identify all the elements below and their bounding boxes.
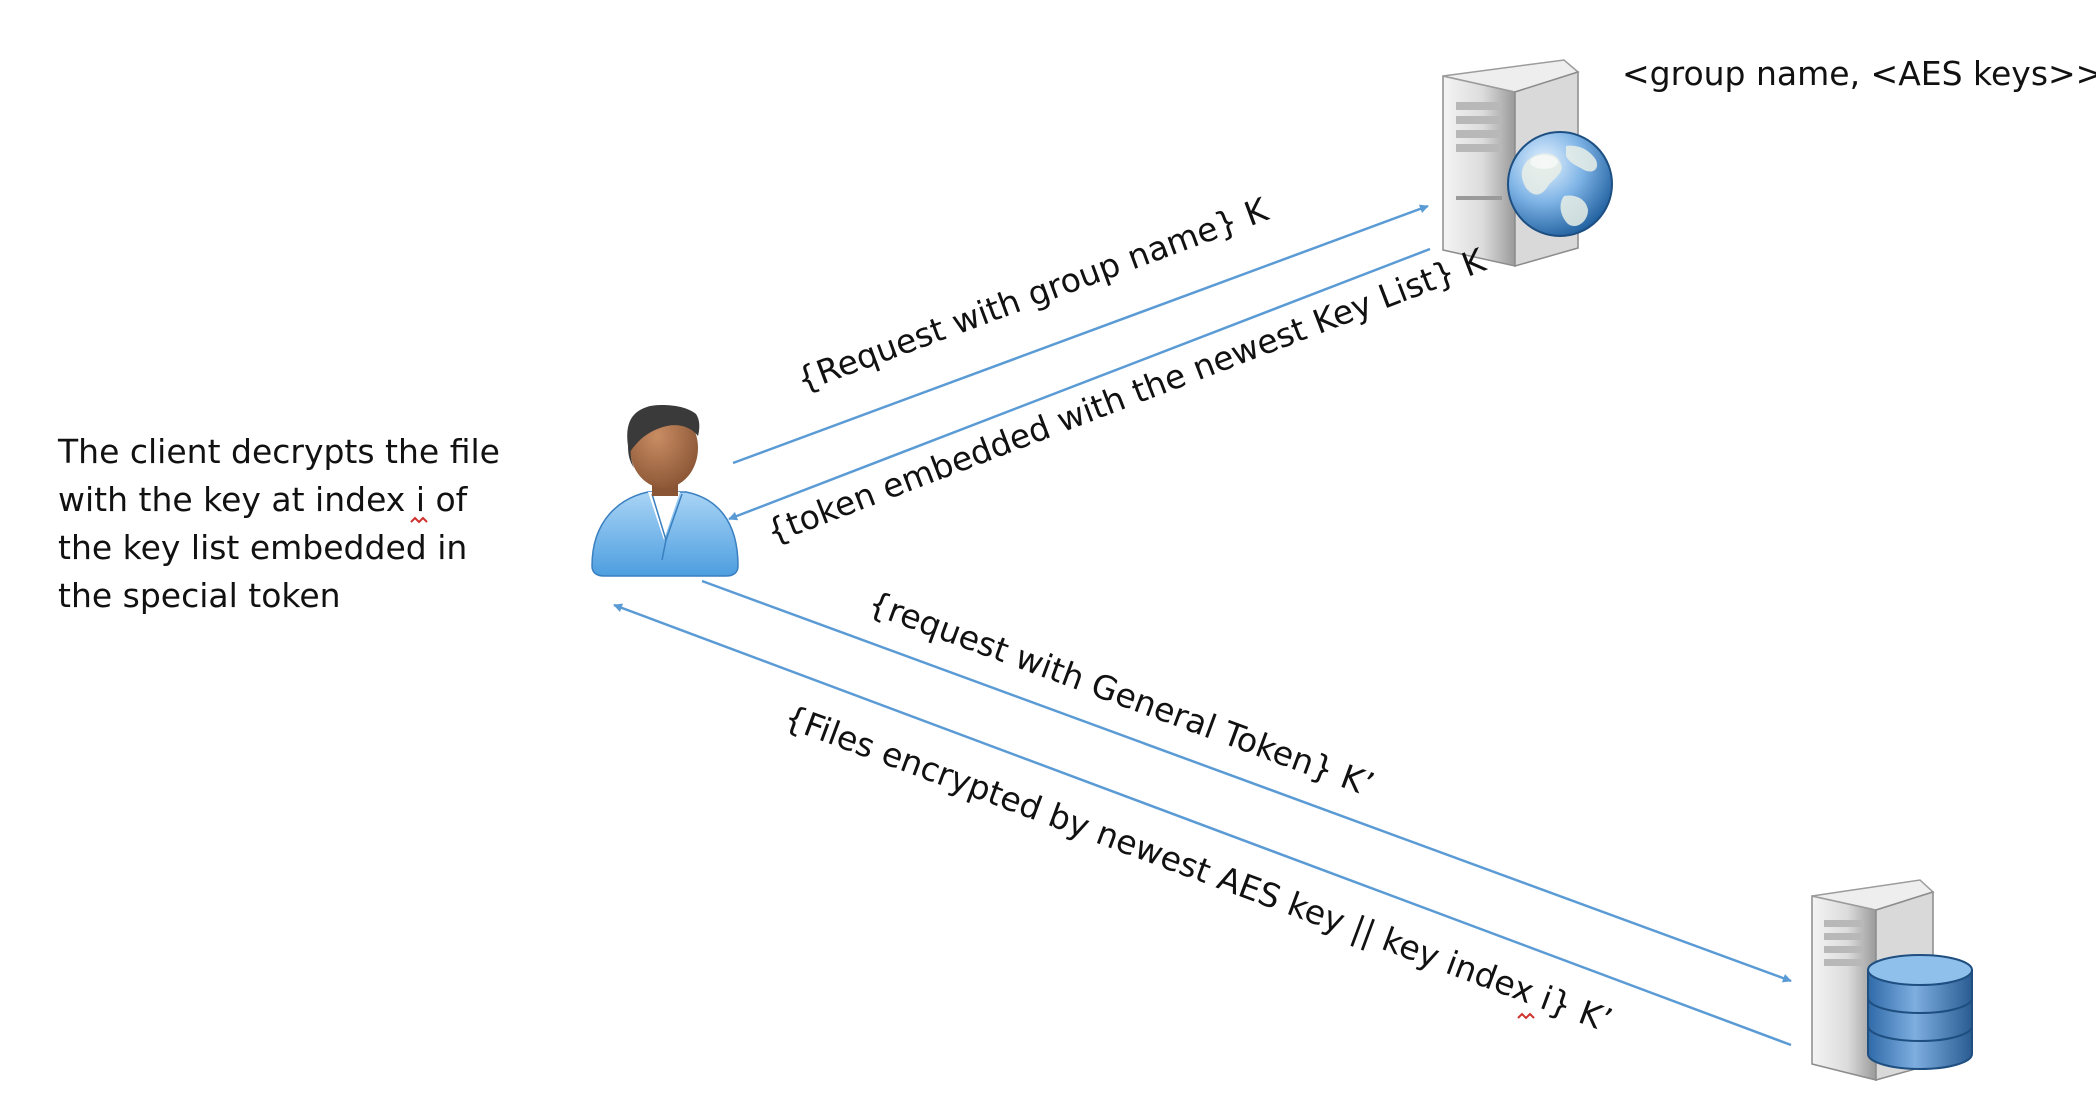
web-server-icon <box>1442 59 1613 267</box>
database-server-icon <box>1811 879 1973 1081</box>
client-note-line: with the key at index i of <box>58 476 500 524</box>
user-icon <box>591 404 739 577</box>
client-note-line: the key list embedded in <box>58 528 468 567</box>
arrows <box>613 204 1792 1047</box>
label-files-response: {Files encrypted by newest AES key || ke… <box>779 697 1617 1040</box>
client-note-line-text: with the key at index i of <box>58 480 468 519</box>
client-note-line: the special token <box>58 576 341 615</box>
spellcheck-squiggle <box>410 516 428 524</box>
client-note-line: The client decrypts the file <box>58 432 500 471</box>
arrow-token-response <box>728 247 1431 521</box>
client-note: The client decrypts the file with the ke… <box>58 428 500 620</box>
globe-icon <box>1507 131 1613 237</box>
group-server-note: <group name, <AES keys>> <box>1622 54 2096 93</box>
label-token-response: {token embedded with the newest Key List… <box>761 240 1492 552</box>
arrow-files-response <box>613 603 1792 1047</box>
arrow-request-file <box>701 579 1792 983</box>
spellcheck-squiggle <box>1517 1012 1535 1020</box>
arrow-request-group <box>732 204 1429 465</box>
database-icon <box>1867 954 1973 1070</box>
